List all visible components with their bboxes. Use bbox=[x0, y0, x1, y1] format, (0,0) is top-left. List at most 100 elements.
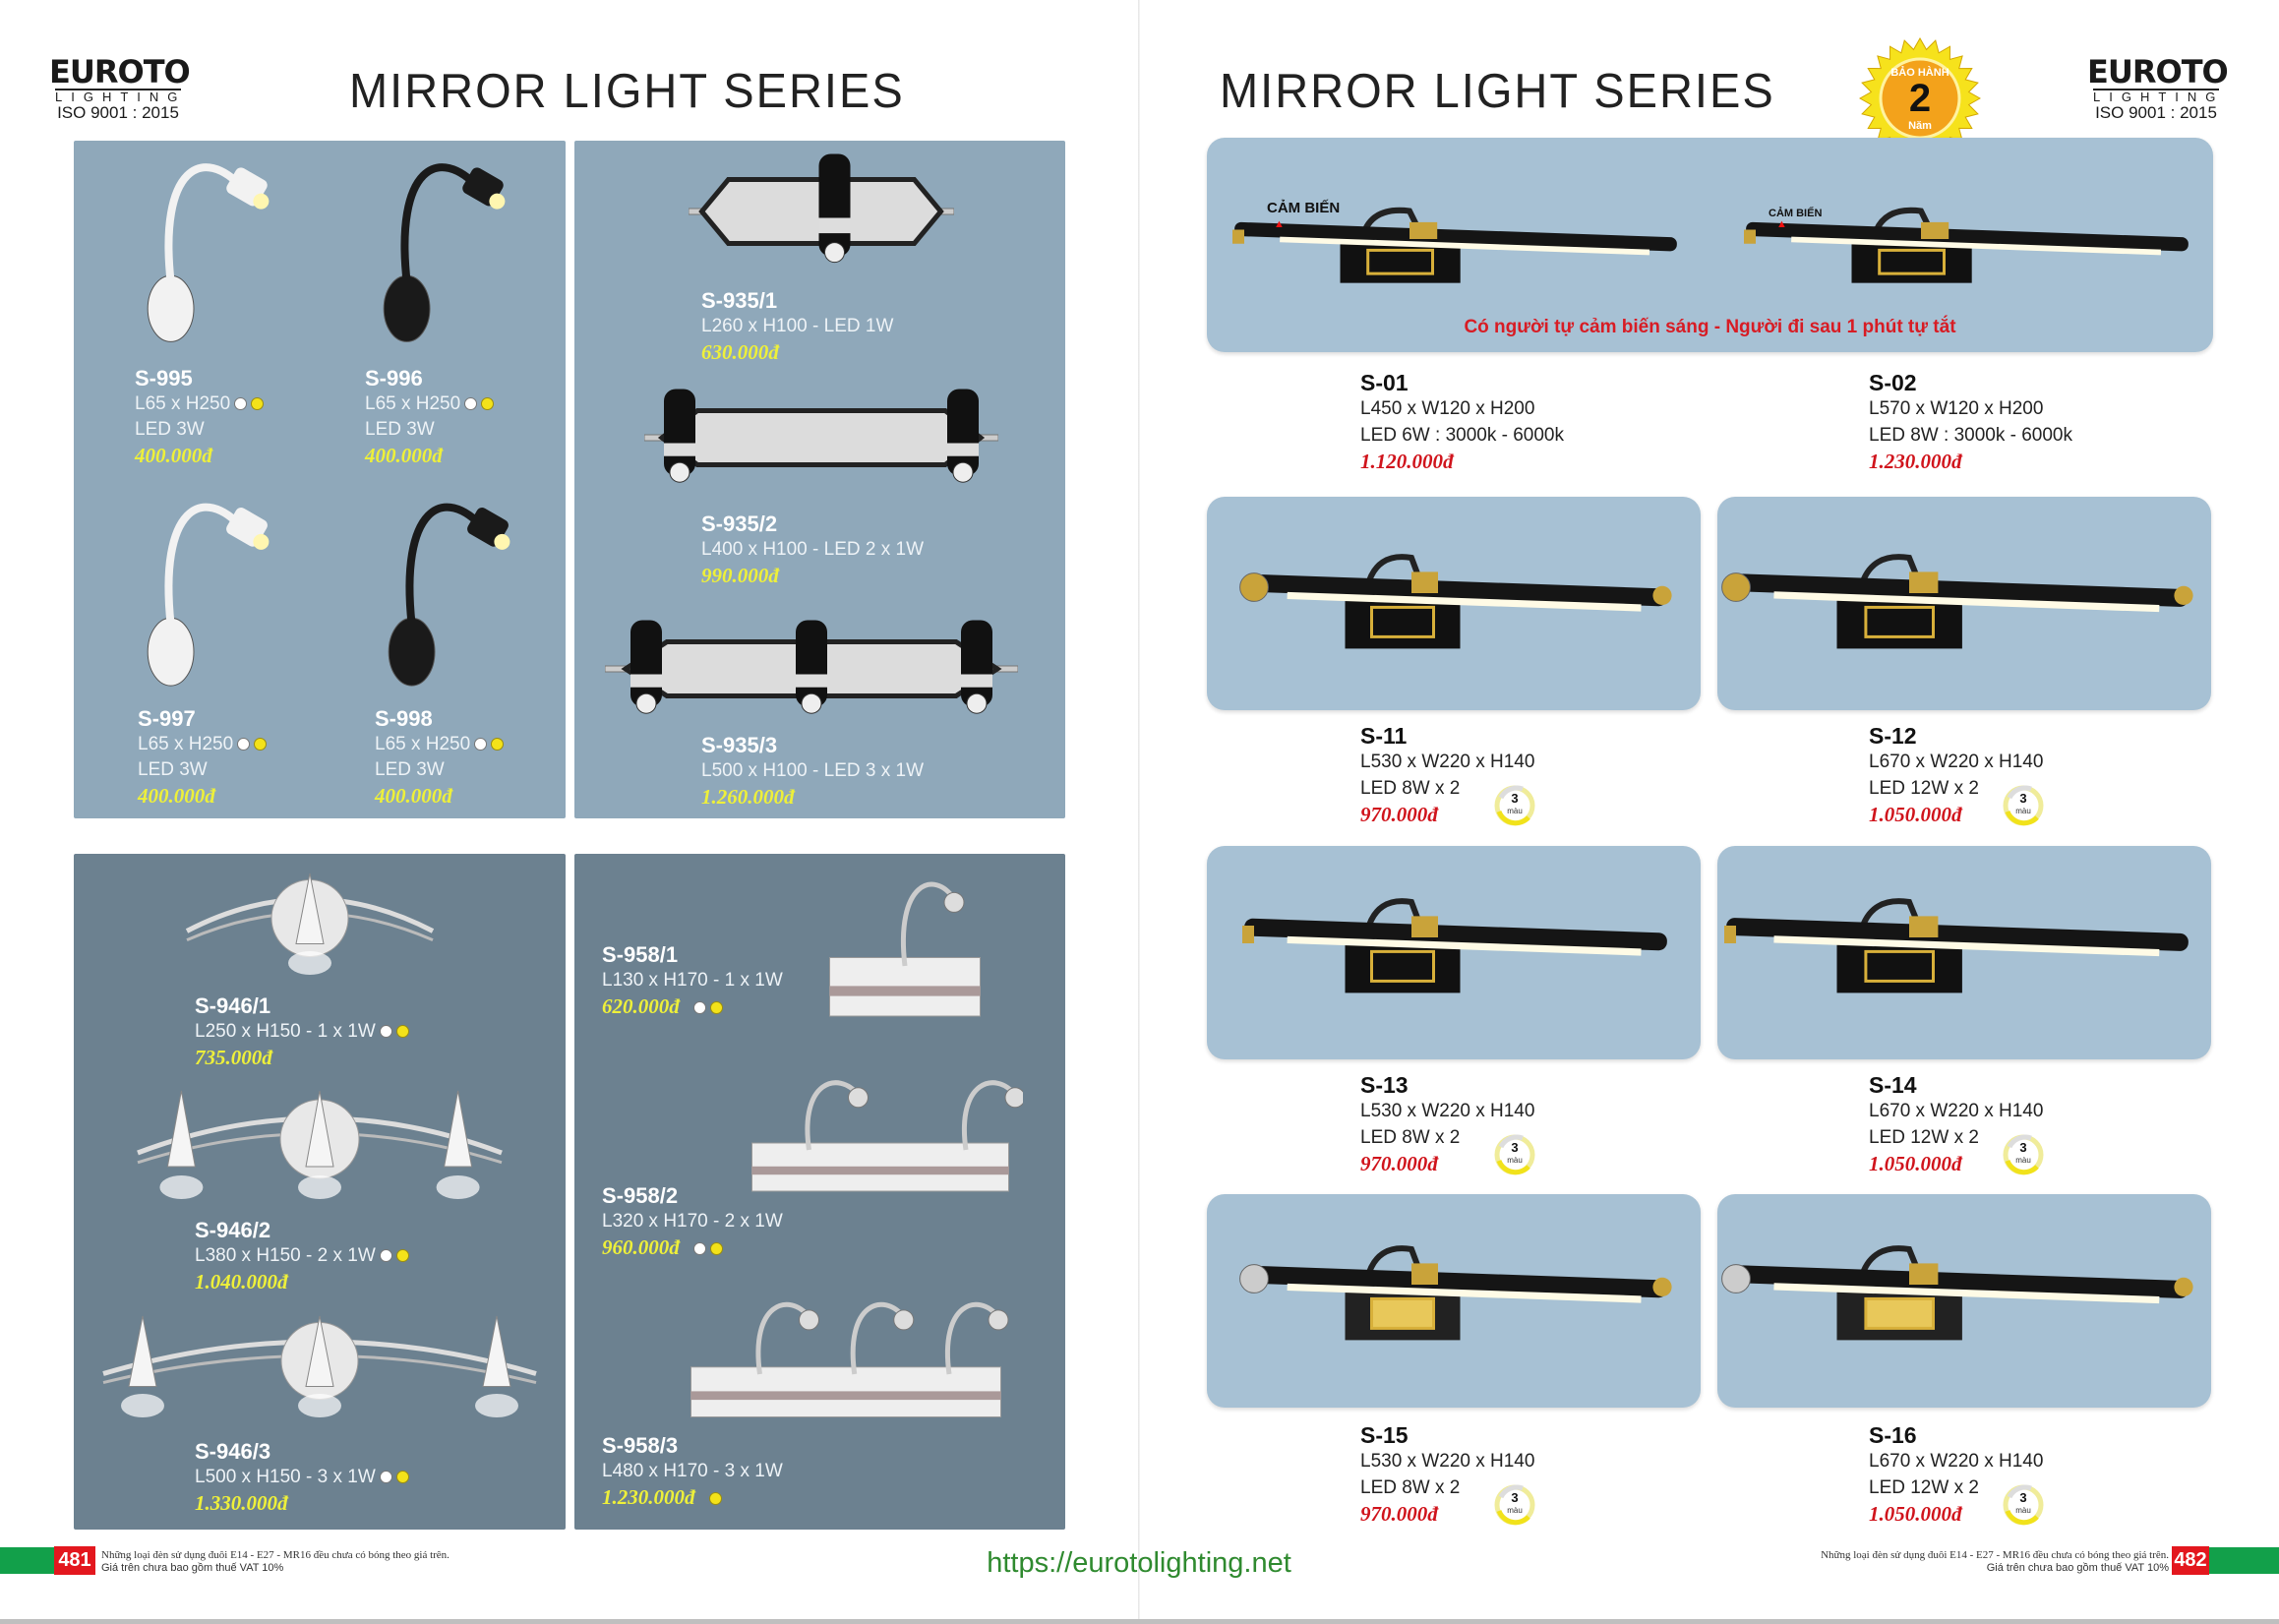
product-code: S-958/2 bbox=[602, 1183, 679, 1208]
color-option-yellow-icon bbox=[710, 1001, 724, 1014]
product-image-s-14 bbox=[1724, 898, 2189, 993]
product-price: 970.000đ bbox=[1360, 803, 1438, 826]
product-spec: L400 x H100 - LED 2 x 1W bbox=[701, 539, 924, 560]
product-code: S-12 bbox=[1869, 723, 1917, 749]
product-code: S-946/2 bbox=[195, 1218, 271, 1242]
product-price: 1.120.000đ bbox=[1360, 450, 1454, 473]
product-spec: L670 x W220 x H140 bbox=[1869, 752, 2044, 772]
color-option-white-icon bbox=[474, 738, 488, 751]
footer-green-bar-left bbox=[0, 1547, 54, 1574]
product-image-s-998 bbox=[388, 503, 510, 687]
product-image-s-935-2 bbox=[644, 389, 998, 483]
product-image-s-946-2 bbox=[137, 1090, 503, 1199]
product-price: 620.000đ bbox=[602, 993, 783, 1019]
color-cycle-icon bbox=[1494, 785, 1535, 826]
footnote-line: Những loại đèn sử dụng đuôi E14 - E27 - … bbox=[1821, 1549, 2169, 1561]
color-option-yellow-icon bbox=[254, 738, 268, 751]
website-link[interactable]: https://eurotolighting.net bbox=[987, 1547, 1291, 1579]
product-spec: LED 8W x 2 bbox=[1360, 778, 1461, 799]
product-spec: LED 3W bbox=[135, 419, 205, 440]
product-price: 1.260.000đ bbox=[701, 785, 795, 809]
product-price: 630.000đ bbox=[701, 340, 779, 364]
product-code: S-996 bbox=[365, 366, 423, 391]
product-price: 960.000đ bbox=[602, 1234, 783, 1260]
sensor-arrow-icon: ▲ bbox=[1274, 218, 1285, 230]
color-option-yellow-icon bbox=[395, 1249, 409, 1262]
product-price: 1.050.000đ bbox=[1869, 803, 1962, 826]
warranty-label: BẢO HÀNH bbox=[1890, 67, 1949, 79]
product-image-s-02 bbox=[1744, 207, 2189, 283]
sensor-label: CẢM BIẾN bbox=[1769, 208, 1823, 219]
product-code: S-16 bbox=[1869, 1422, 1917, 1448]
product-image-s-16 bbox=[1721, 1245, 2193, 1341]
product-spec: LED 8W x 2 bbox=[1360, 1127, 1461, 1148]
color-cycle-icon bbox=[2003, 1484, 2044, 1526]
product-spec: L65 x H250 bbox=[135, 391, 265, 417]
product-spec: L670 x W220 x H140 bbox=[1869, 1451, 2044, 1472]
product-price: 990.000đ bbox=[701, 564, 779, 587]
product-spec: LED 12W x 2 bbox=[1869, 1477, 1979, 1498]
product-code: S-13 bbox=[1360, 1072, 1409, 1098]
product-spec: L260 x H100 - LED 1W bbox=[701, 316, 894, 336]
color-option-yellow-icon bbox=[395, 1025, 409, 1038]
product-image-s-946-3 bbox=[102, 1315, 537, 1417]
product-code: S-997 bbox=[138, 706, 196, 731]
product-code: S-958/1 bbox=[602, 942, 679, 967]
product-spec: LED 8W x 2 bbox=[1360, 1477, 1461, 1498]
color-option-white-icon bbox=[237, 738, 251, 751]
product-spec: LED 3W bbox=[375, 759, 445, 780]
product-spec: L570 x W120 x H200 bbox=[1869, 398, 2044, 419]
product-price: 970.000đ bbox=[1360, 1152, 1438, 1175]
product-image-s-958-1 bbox=[829, 881, 981, 1017]
product-spec: L65 x H250 bbox=[375, 732, 505, 757]
product-spec: L480 x H170 - 3 x 1W bbox=[602, 1461, 783, 1481]
color-count-label: màu bbox=[2015, 1156, 2031, 1165]
color-option-yellow-icon bbox=[251, 397, 265, 410]
panel-gooseneck bbox=[74, 141, 566, 818]
product-price: 970.000đ bbox=[1360, 1502, 1438, 1526]
product-spec: L130 x H170 - 1 x 1W bbox=[602, 970, 783, 991]
product-image-s-11 bbox=[1239, 554, 1672, 649]
product-image-s-958-3 bbox=[690, 1301, 1009, 1417]
product-image-s-946-1 bbox=[185, 872, 435, 975]
color-count-label: màu bbox=[1507, 1506, 1523, 1515]
product-image-s-996 bbox=[383, 163, 506, 342]
product-image-s-15 bbox=[1239, 1245, 1672, 1341]
product-price: 1.230.000đ bbox=[1869, 450, 1962, 473]
page-gutter bbox=[1138, 0, 1140, 1624]
color-option-white-icon bbox=[234, 397, 248, 410]
color-count: 3 bbox=[1511, 1490, 1519, 1505]
product-price: 400.000đ bbox=[138, 784, 215, 808]
color-option-yellow-icon bbox=[481, 397, 495, 410]
color-count-label: màu bbox=[1507, 807, 1523, 815]
product-spec: L500 x H150 - 3 x 1W bbox=[195, 1465, 409, 1490]
page-title-right: MIRROR LIGHT SERIES bbox=[1220, 62, 1775, 118]
product-image-s-997 bbox=[147, 503, 270, 687]
product-code: S-15 bbox=[1360, 1422, 1409, 1448]
product-spec: L530 x W220 x H140 bbox=[1360, 752, 1535, 772]
footnote-right: Những loại đèn sử dụng đuôi E14 - E27 - … bbox=[1821, 1549, 2169, 1575]
page-number-right: 482 bbox=[2172, 1546, 2209, 1575]
color-cycle-icon bbox=[2003, 785, 2044, 826]
product-price: 400.000đ bbox=[365, 444, 443, 467]
warranty-unit: Năm bbox=[1908, 120, 1932, 132]
product-spec: L450 x W120 x H200 bbox=[1360, 398, 1535, 419]
product-code: S-998 bbox=[375, 706, 433, 731]
product-spec: LED 8W : 3000k - 6000k bbox=[1869, 425, 2072, 446]
product-image-s-13 bbox=[1242, 898, 1667, 993]
product-code: S-11 bbox=[1360, 723, 1408, 749]
product-spec: LED 3W bbox=[138, 759, 208, 780]
warranty-years: 2 bbox=[1908, 77, 1932, 120]
